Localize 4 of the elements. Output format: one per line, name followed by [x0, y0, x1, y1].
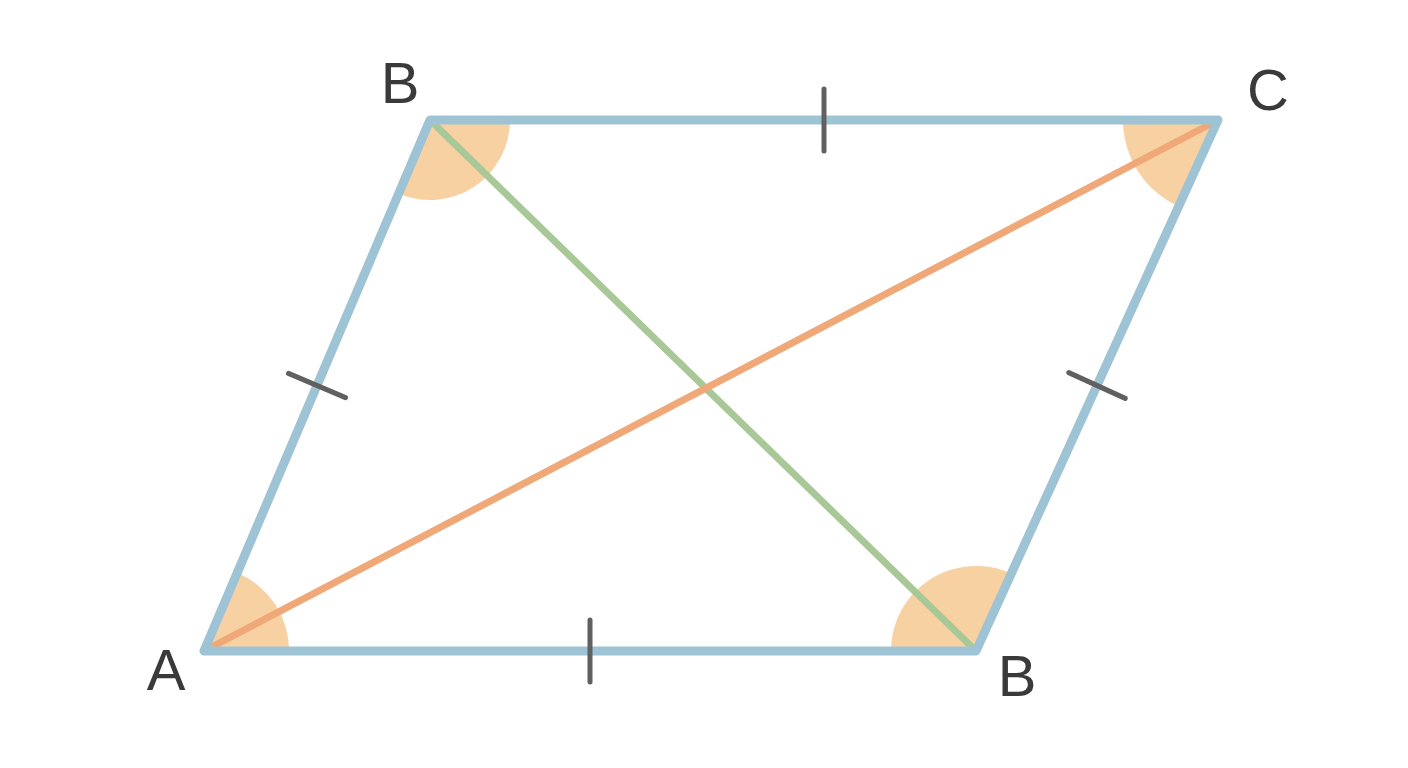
vertex-label: B: [380, 54, 420, 112]
vertex-label: C: [1247, 61, 1289, 119]
vertex-label: A: [146, 641, 186, 699]
vertex-label: B: [997, 647, 1037, 705]
